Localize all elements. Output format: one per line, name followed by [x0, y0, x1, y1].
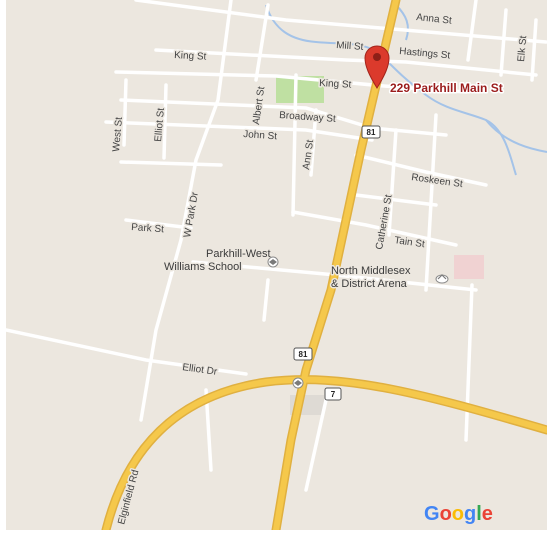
route-shield-81-bottom: 81: [293, 347, 313, 361]
route-shield-81-top: 81: [361, 125, 381, 139]
map-view[interactable]: 81 81 7 Anna St Mill St Hastings St Elk …: [6, 0, 547, 530]
school-icon: [267, 256, 279, 268]
google-logo-letter-4: g: [464, 503, 476, 525]
street-label-west: West St: [111, 116, 125, 152]
school-icon-small: [292, 377, 304, 389]
google-logo-letter-5: l: [476, 503, 482, 525]
street-label-anna: Anna St: [416, 12, 453, 27]
arena-label-line1: North Middlesex: [331, 265, 411, 277]
google-logo-letter-3: o: [452, 503, 464, 525]
arena-poi[interactable]: North Middlesex & District Arena: [330, 264, 449, 292]
google-logo[interactable]: Google: [424, 503, 493, 525]
route-shield-81-top-text: 81: [367, 128, 376, 137]
stadium-icon: [435, 274, 449, 284]
marker-label: 229 Parkhill Main St: [390, 81, 503, 95]
street-label-elliot-st: Elliot St: [153, 107, 167, 142]
street-label-king-east: King St: [319, 78, 352, 91]
street-label-john: John St: [243, 129, 278, 142]
google-logo-letter-1: G: [424, 503, 440, 525]
google-logo-letter-2: o: [440, 503, 452, 525]
arena-label-line2: & District Arena: [331, 278, 408, 290]
minor-roads: [6, 0, 547, 492]
route-shield-7: 7: [324, 387, 342, 401]
map-pin-icon: [364, 45, 390, 89]
highway-fill: [103, 0, 547, 530]
school-label-line1: Parkhill-West: [206, 248, 271, 260]
google-logo-letter-6: e: [482, 503, 493, 525]
street-label-king-west: King St: [174, 50, 207, 63]
school-poi[interactable]: Parkhill-West Williams School: [163, 247, 279, 275]
street-label-mill: Mill St: [336, 40, 364, 53]
route-shield-81-bottom-text: 81: [299, 350, 308, 359]
street-label-park: Park St: [131, 222, 165, 235]
pink-area: [454, 255, 484, 279]
map-canvas[interactable]: 81 81 7 Anna St Mill St Hastings St Elk …: [6, 0, 547, 530]
school-label-line2: Williams School: [164, 261, 242, 273]
route-shield-7-text: 7: [331, 390, 336, 399]
location-marker[interactable]: 229 Parkhill Main St: [364, 45, 504, 97]
street-label-elk: Elk St: [516, 35, 529, 62]
